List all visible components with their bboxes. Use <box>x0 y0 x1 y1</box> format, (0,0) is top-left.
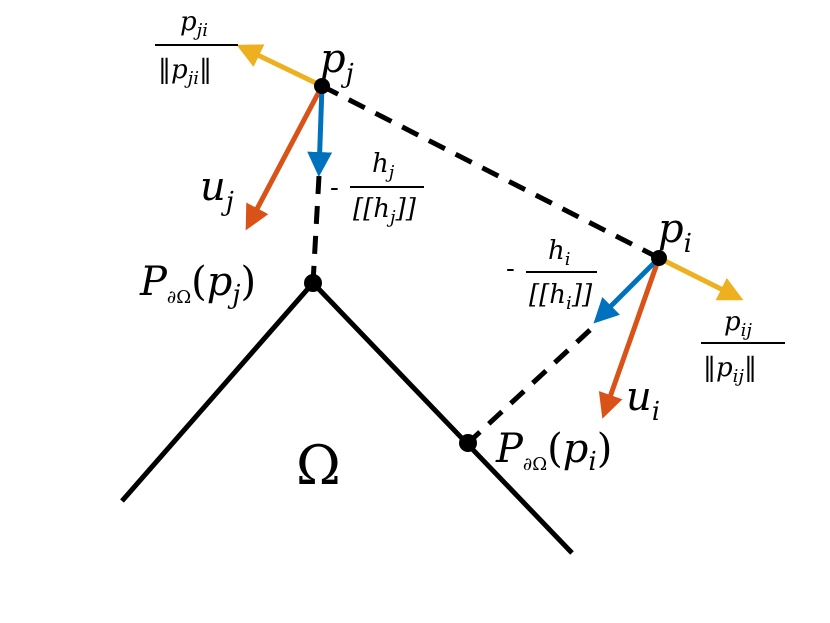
label-uj: uj <box>200 164 234 217</box>
arrow-uj-orange <box>245 84 325 231</box>
arrow-pij-yellow <box>657 255 744 301</box>
label-ui: ui <box>626 374 660 427</box>
svg-text:[[hj]]: [[hj]] <box>353 194 417 228</box>
arrow-hi-blue <box>593 256 661 324</box>
svg-text:‖pji‖: ‖pji‖ <box>158 55 212 89</box>
boundary-line <box>120 279 574 555</box>
point-pi <box>651 250 667 266</box>
svg-text:-: - <box>506 254 515 284</box>
fraction-pji: pji ‖pji‖ <box>155 7 238 89</box>
label-proj-pi: P∂Ω(pi) <box>495 426 612 477</box>
label-omega: Ω <box>296 434 341 497</box>
dashed-pj-projection <box>310 175 322 284</box>
label-pi: pi <box>658 206 692 259</box>
label-proj-pj: P∂Ω(pj) <box>139 259 256 310</box>
svg-text:pij: pij <box>724 307 752 341</box>
svg-text:-: - <box>330 173 339 203</box>
point-proj-pj <box>304 274 322 292</box>
svg-text:hi: hi <box>548 236 571 270</box>
dashed-pj-pi <box>320 83 661 261</box>
point-pj <box>314 78 330 94</box>
arrow-ui-orange <box>598 257 662 419</box>
fraction-pij: pij ‖pij‖ <box>701 307 785 387</box>
fraction-hj: - hj [[hj]] <box>330 149 424 228</box>
svg-text:pji: pji <box>180 7 208 41</box>
svg-text:[[hi]]: [[hi]] <box>529 280 593 314</box>
point-proj-pi <box>459 434 477 452</box>
arrow-hj-blue <box>307 85 333 177</box>
label-pj: pj <box>320 36 354 89</box>
fraction-hi: - hi [[hi]] <box>506 236 597 314</box>
svg-text:‖pij‖: ‖pij‖ <box>703 353 757 387</box>
arrow-pji-yellow <box>236 44 324 89</box>
svg-text:hj: hj <box>372 149 395 183</box>
